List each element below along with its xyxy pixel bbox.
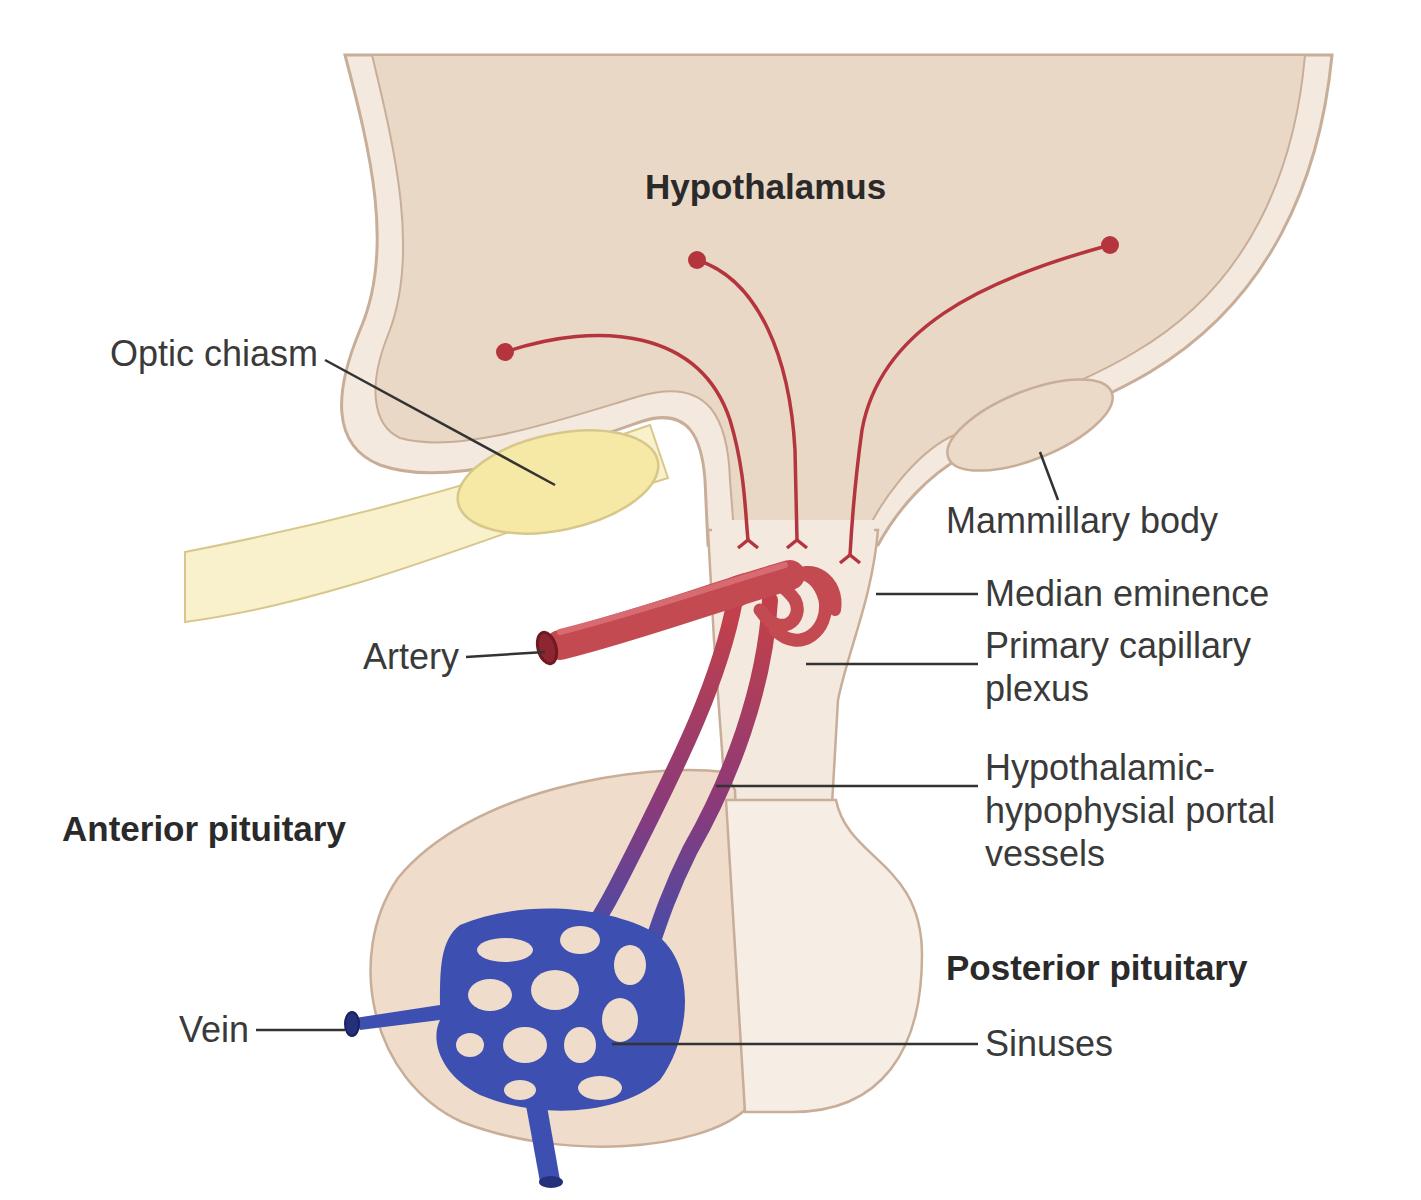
portal-vessels <box>580 600 770 950</box>
sinus-spaces <box>456 926 646 1100</box>
mammillary-body <box>936 361 1125 490</box>
sinus-network <box>355 909 685 1111</box>
part-label: Median eminence <box>985 572 1269 615</box>
artery-opening <box>534 630 560 666</box>
part-label: Sinuses <box>985 1022 1113 1065</box>
part-label: Mammillary body <box>946 499 1218 542</box>
part-label: Artery <box>363 635 459 678</box>
region-label: Posterior pituitary <box>946 947 1247 989</box>
part-label: Optic chiasm <box>110 332 318 375</box>
vein-opening <box>345 1012 359 1036</box>
region-label: Hypothalamus <box>645 166 886 208</box>
optic-chiasm <box>448 414 668 550</box>
part-label: Hypothalamic-hypophysial portal vessels <box>985 746 1285 876</box>
neuron-cell-bodies <box>496 236 1119 361</box>
vein-opening <box>539 1176 563 1188</box>
vein-lower <box>525 1095 560 1182</box>
region-label: Anterior pituitary <box>62 808 346 850</box>
artery-highlight <box>560 565 785 632</box>
leader-lines <box>256 360 1058 1044</box>
primary-capillary-plexus <box>560 572 836 645</box>
part-label: Primary capillary plexus <box>985 624 1325 710</box>
part-label: Vein <box>179 1008 249 1051</box>
posterior-pituitary <box>726 800 922 1112</box>
